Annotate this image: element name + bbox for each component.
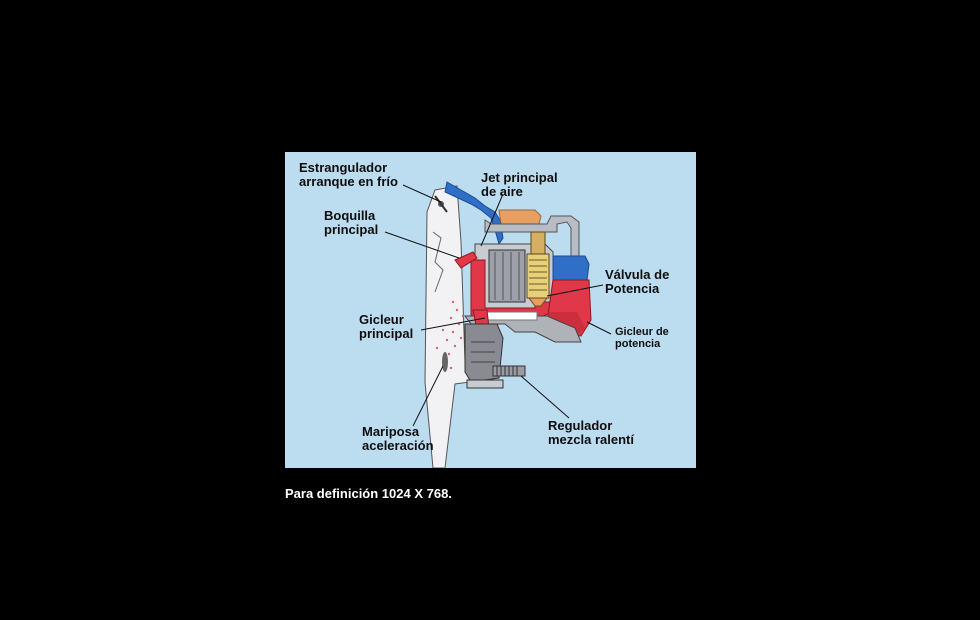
air-jet-channel (498, 209, 542, 225)
label-valvula-line2: Potencia (605, 281, 660, 296)
label-mariposa-line2: aceleración (362, 438, 434, 453)
label-boquilla: Boquilla principal (324, 209, 378, 237)
label-estrangulador-line1: Estrangulador (299, 160, 388, 175)
label-mariposa: Mariposa aceleración (362, 425, 434, 453)
float (488, 249, 526, 303)
label-boquilla-line2: principal (324, 222, 379, 237)
label-mariposa-line1: Mariposa (362, 424, 420, 439)
label-gicleur-principal: Gicleur principal (359, 313, 413, 341)
label-estrangulador-line2: arranque en frío (299, 174, 398, 189)
carburetor-diagram: Estrangulador arranque en frío Jet princ… (285, 152, 696, 468)
label-gicleur-potencia: Gicleur de potencia (615, 326, 669, 350)
label-estrangulador: Estrangulador arranque en frío (299, 161, 398, 189)
label-gicleur-principal-line1: Gicleur (359, 312, 404, 327)
label-jet-principal: Jet principal de aire (481, 171, 558, 199)
label-jet-principal-line1: Jet principal (481, 170, 558, 185)
label-gicleur-principal-line2: principal (359, 326, 414, 341)
power-valve-top (530, 231, 546, 255)
label-valvula: Válvula de Potencia (605, 268, 669, 296)
label-gicleur-potencia-line2: potencia (615, 338, 661, 350)
label-gicleur-potencia-line1: Gicleur de (615, 326, 669, 338)
resolution-caption: Para definición 1024 X 768. (285, 486, 452, 501)
power-valve-body (526, 253, 550, 299)
throttle-butterfly (442, 352, 448, 372)
carburetor-illustration (384, 181, 612, 468)
label-valvula-line1: Válvula de (605, 267, 670, 282)
vacuum-chamber (552, 255, 590, 281)
main-nozzle (454, 251, 478, 269)
leader-lines (384, 184, 612, 427)
label-regulador-line1: Regulador (548, 418, 613, 433)
label-boquilla-line1: Boquilla (324, 208, 376, 223)
label-jet-principal-line2: de aire (481, 184, 523, 199)
label-regulador-line2: mezcla ralentí (548, 432, 634, 447)
fuel-spray (435, 300, 465, 370)
label-regulador: Regulador mezcla ralentí (548, 419, 634, 447)
